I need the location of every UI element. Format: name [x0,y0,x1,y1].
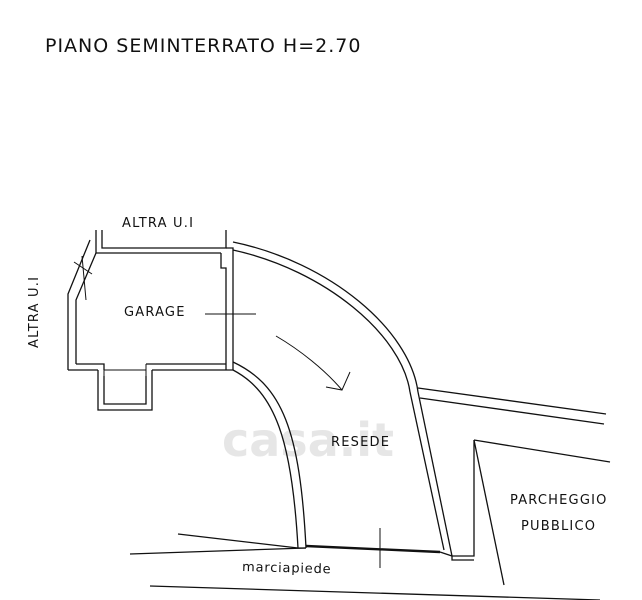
plan-title: PIANO SEMINTERRATO H=2.70 [45,35,361,57]
resede-ramp [232,241,453,568]
marciapiede-label: marciapiede [242,560,332,577]
resede-label: RESEDE [331,435,390,450]
altra-ui-top-label: ALTRA U.I [122,216,194,231]
altra-ui-left-label: ALTRA U.I [27,276,42,348]
site-boundaries [129,387,611,600]
garage-walls [67,230,256,411]
garage-label: GARAGE [124,305,186,320]
watermark: casa.it [222,413,394,467]
parcheggio-label: PARCHEGGIO [510,493,608,508]
pubblico-label: PUBBLICO [521,519,596,534]
